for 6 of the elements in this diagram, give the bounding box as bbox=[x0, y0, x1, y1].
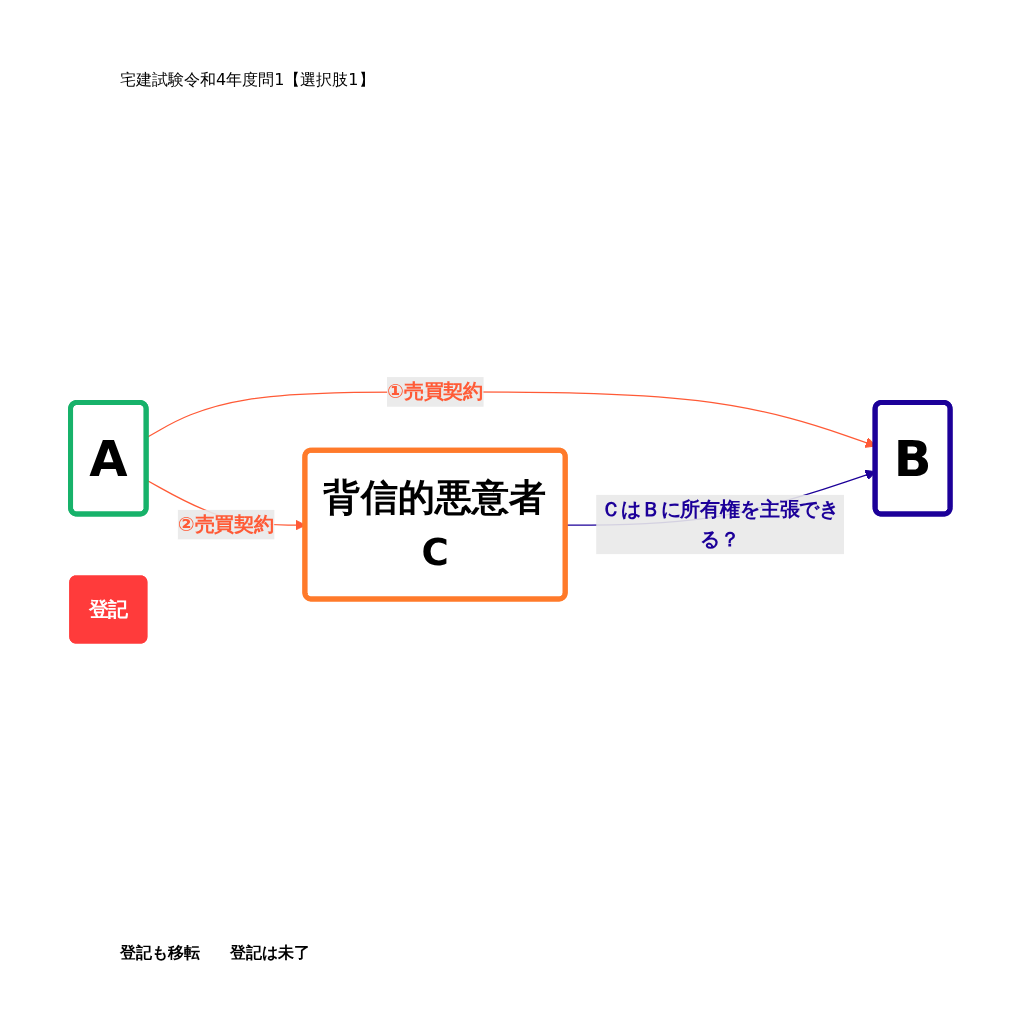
note-text: 登記は未了 bbox=[230, 943, 310, 962]
note-text: 登記も移転 bbox=[120, 943, 200, 962]
edge-label: ①売買契約 bbox=[386, 379, 484, 404]
edge-label: ＣはＢに所有権を主張できる？ bbox=[601, 497, 840, 551]
diagram-title: 宅建試験令和4年度問1【選択肢1】 bbox=[120, 70, 375, 91]
edge-label: ②売買契約 bbox=[177, 512, 274, 536]
